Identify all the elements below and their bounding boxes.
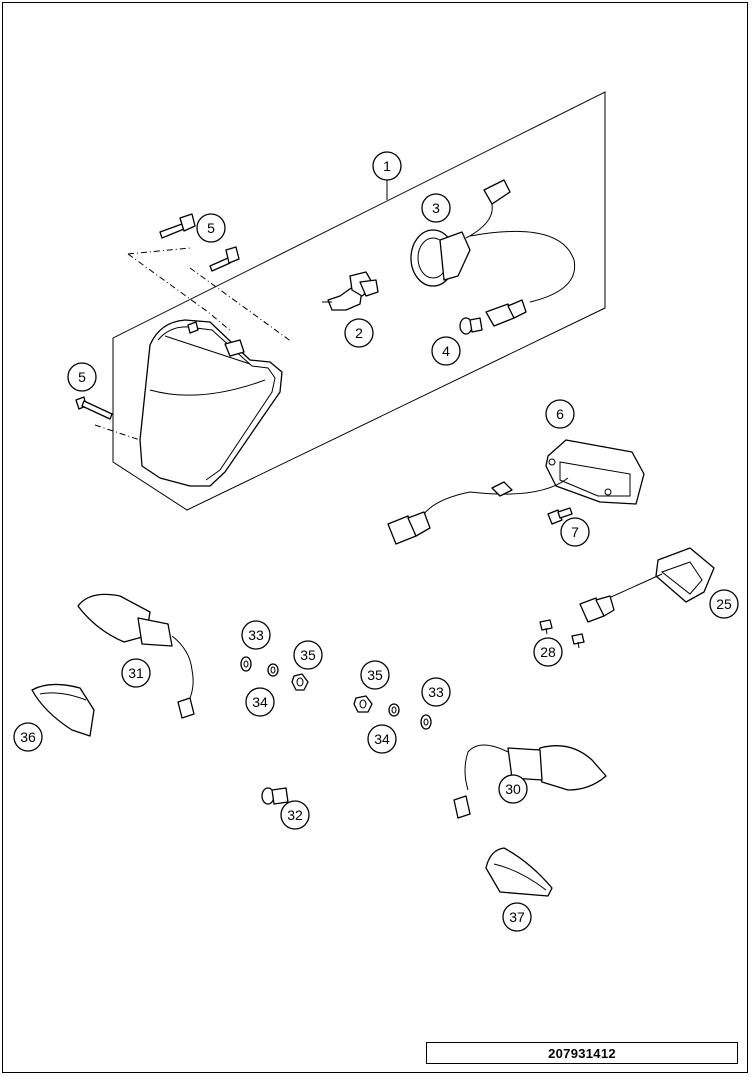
svg-text:25: 25: [716, 596, 732, 612]
bulb-socket: [410, 179, 576, 303]
svg-text:34: 34: [252, 694, 268, 710]
svg-text:4: 4: [442, 343, 450, 359]
callout-30: 30: [498, 774, 528, 804]
headlight-bulb: [322, 271, 379, 311]
svg-text:33: 33: [248, 627, 264, 643]
callout-7: 7: [560, 517, 590, 547]
turn-signal-lens-right: [485, 847, 553, 897]
turn-signal-right: [453, 744, 607, 819]
plate-light-screw-2: [571, 633, 585, 649]
callout-5-upper: 5: [196, 213, 226, 243]
tail-light: [387, 439, 645, 545]
callout-6: 6: [545, 399, 575, 429]
svg-text:35: 35: [367, 667, 383, 683]
callout-1: 1: [372, 151, 402, 181]
lockwasher-right-34: [388, 703, 400, 717]
washer-left-33: [240, 656, 252, 672]
nut-left-35: [291, 673, 309, 691]
screw-upper-2: [209, 246, 240, 272]
callout-37: 37: [502, 902, 532, 932]
callout-28: 28: [533, 637, 563, 667]
svg-text:7: 7: [571, 524, 579, 540]
parking-bulb: [459, 299, 527, 335]
svg-text:33: 33: [428, 684, 444, 700]
drawing-code-box: 207931412: [426, 1042, 738, 1064]
callout-34-left: 34: [245, 687, 275, 717]
screw-path-lower: [94, 424, 141, 441]
headlight-assembly-box: [112, 91, 606, 511]
callout-4: 4: [431, 336, 461, 366]
turn-signal-left: [77, 593, 195, 719]
callout-34-right: 34: [367, 724, 397, 754]
plate-light: [579, 547, 715, 623]
screw-upper-1: [159, 213, 196, 239]
callout-35-right: 35: [360, 660, 390, 690]
washer-right-33: [420, 714, 432, 730]
callout-31: 31: [121, 658, 151, 688]
svg-text:32: 32: [287, 807, 303, 823]
drawing-code: 207931412: [548, 1045, 616, 1061]
plate-light-screw-1: [539, 619, 553, 635]
callout-25: 25: [709, 589, 739, 619]
screw-path-upper-left: [127, 253, 233, 333]
svg-text:34: 34: [374, 731, 390, 747]
svg-text:1: 1: [383, 158, 391, 174]
lockwasher-left-34: [267, 663, 279, 677]
screw-path-upper-right: [189, 267, 293, 343]
indicator-bulb: [261, 787, 289, 805]
callout-32: 32: [280, 800, 310, 830]
svg-text:28: 28: [540, 644, 556, 660]
svg-text:5: 5: [207, 220, 215, 236]
callout-36: 36: [13, 722, 43, 752]
callout-2: 2: [344, 318, 374, 348]
svg-text:3: 3: [432, 200, 440, 216]
svg-text:5: 5: [78, 369, 86, 385]
svg-text:35: 35: [300, 647, 316, 663]
svg-text:30: 30: [505, 781, 521, 797]
nut-right-35: [353, 695, 373, 713]
screw-path-upper-top: [127, 247, 191, 255]
callout-33-left: 33: [241, 620, 271, 650]
svg-text:6: 6: [556, 406, 564, 422]
callout-3: 3: [421, 193, 451, 223]
callout-33-right: 33: [421, 677, 451, 707]
callout-35-left: 35: [293, 640, 323, 670]
screw-lower: [75, 396, 113, 420]
turn-signal-lens-left: [31, 683, 95, 737]
svg-text:31: 31: [128, 665, 144, 681]
headlight-housing: [139, 319, 283, 487]
svg-text:2: 2: [355, 325, 363, 341]
svg-text:37: 37: [509, 909, 525, 925]
callout-5-lower: 5: [67, 362, 97, 392]
svg-text:36: 36: [20, 729, 36, 745]
tail-light-screw: [547, 507, 573, 525]
